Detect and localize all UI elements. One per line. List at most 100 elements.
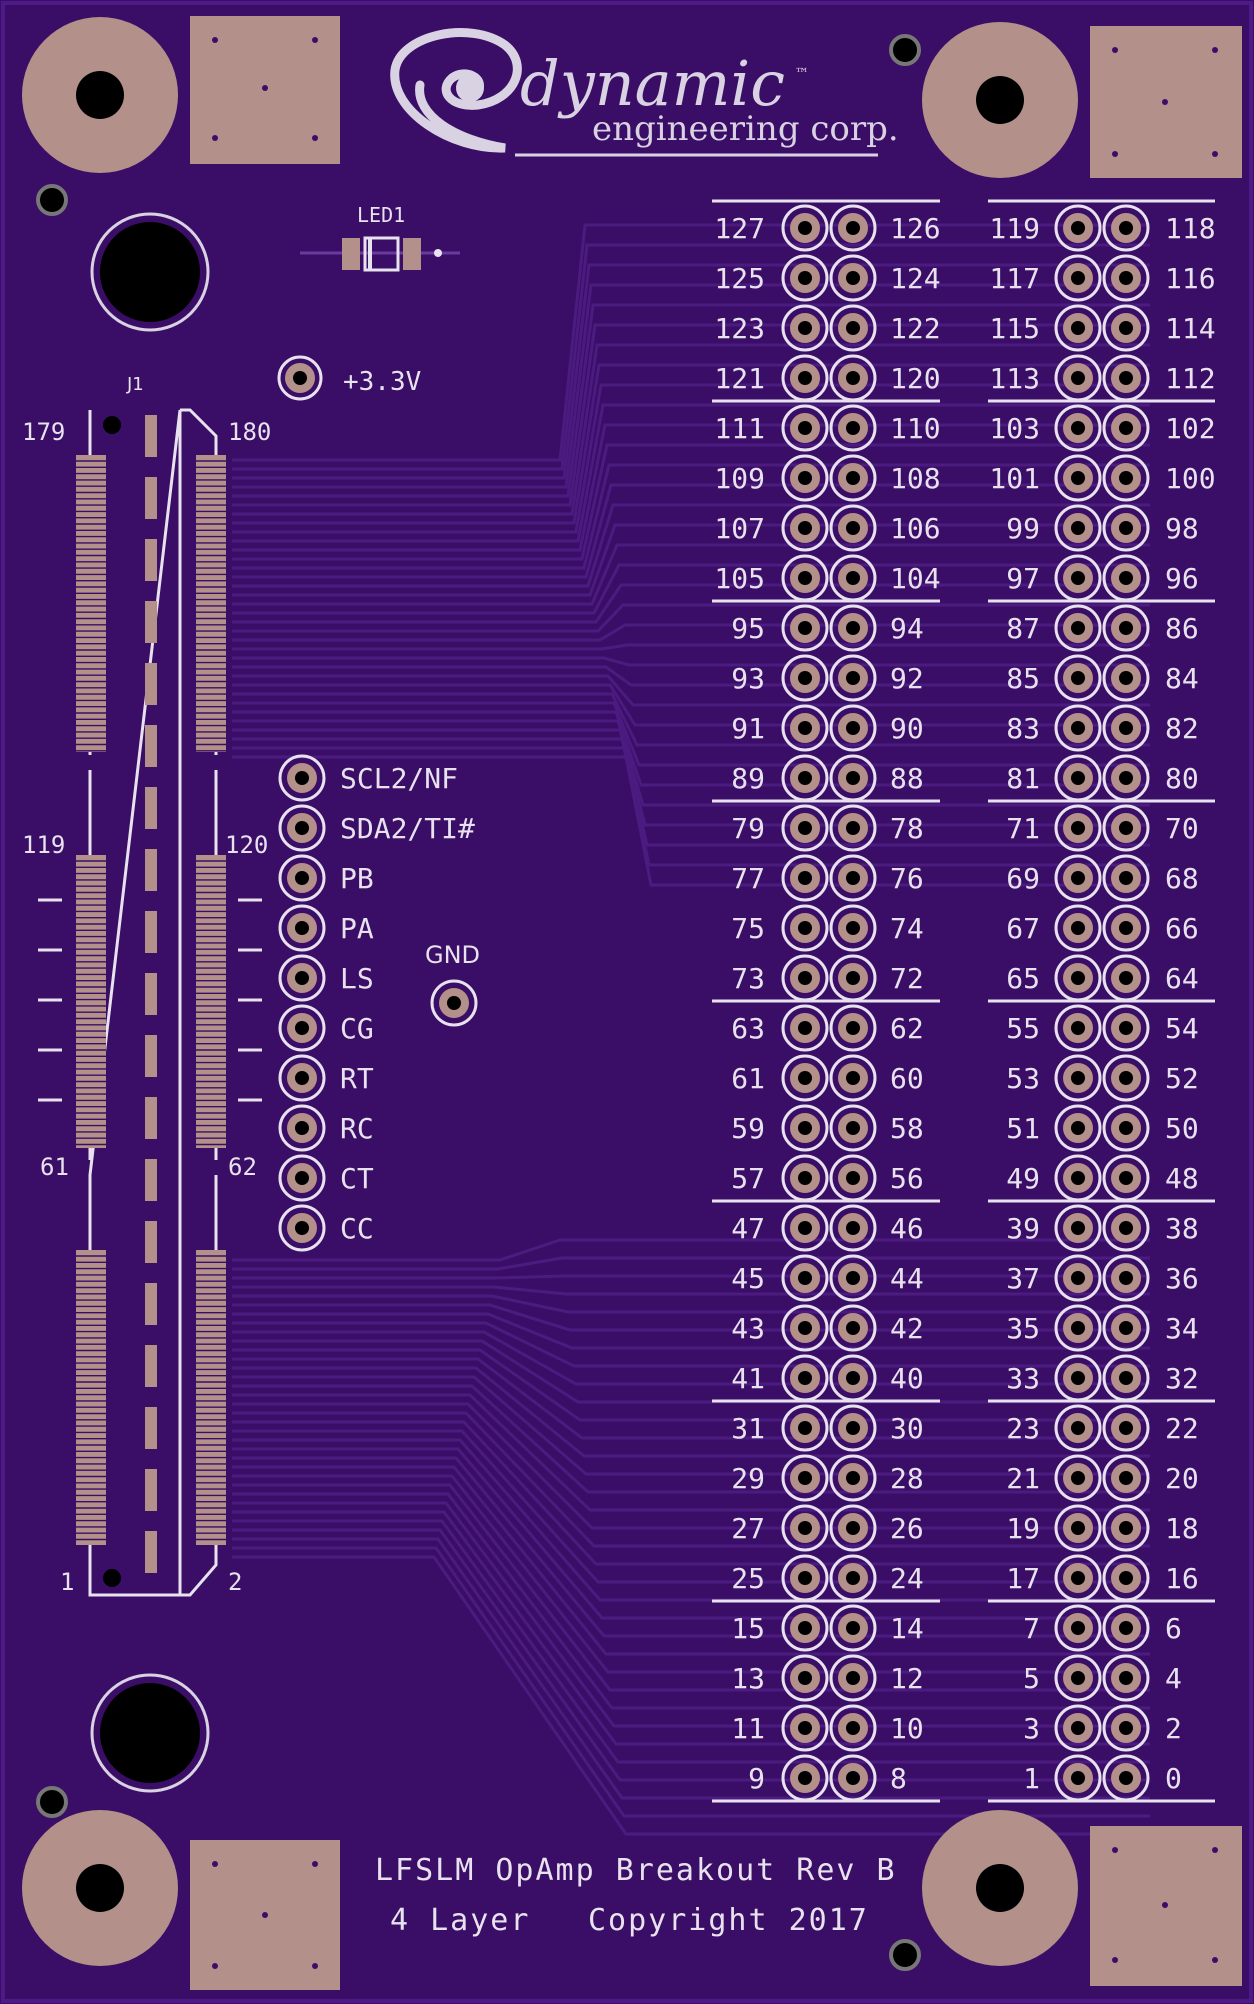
header-pin-ring bbox=[829, 1204, 877, 1252]
header-pin-label: 106 bbox=[890, 512, 941, 545]
header-pin-drill bbox=[1119, 1271, 1133, 1285]
header-pin-ring bbox=[781, 404, 829, 452]
header-pin-label: 15 bbox=[731, 1612, 765, 1645]
signal-pad-drill bbox=[295, 921, 309, 935]
header-pin-label: 35 bbox=[1006, 1312, 1040, 1345]
header-pin-label: 81 bbox=[1006, 762, 1040, 795]
header-pin-ring bbox=[829, 604, 877, 652]
testpoint-gnd: GND bbox=[425, 941, 480, 1027]
header-pin-drill bbox=[846, 1021, 860, 1035]
header-pin-ring bbox=[1102, 804, 1150, 852]
header-pin-drill bbox=[1119, 1071, 1133, 1085]
header-pin-drill bbox=[1119, 921, 1133, 935]
signal-pad-label: SDA2/TI# bbox=[340, 812, 475, 845]
header-pin-drill bbox=[846, 421, 860, 435]
header-pin-ring bbox=[829, 704, 877, 752]
header-pin-drill bbox=[798, 721, 812, 735]
header-pin-label: 21 bbox=[1006, 1462, 1040, 1495]
header-pin-label: 48 bbox=[1165, 1162, 1199, 1195]
header-pin-drill bbox=[1071, 1571, 1085, 1585]
header-pin-label: 113 bbox=[989, 362, 1040, 395]
header-pin-ring bbox=[1054, 1104, 1102, 1152]
signal-pad-label: PB bbox=[340, 862, 374, 895]
header-pin-drill bbox=[1119, 221, 1133, 235]
fiducial-bottom-right bbox=[889, 1939, 921, 1971]
header-pin-drill bbox=[846, 1771, 860, 1785]
header-pin-ring bbox=[829, 1254, 877, 1302]
signal-pad-label: RC bbox=[340, 1112, 374, 1145]
pin-label-119: 119 bbox=[22, 831, 65, 859]
header-pin-drill bbox=[1071, 921, 1085, 935]
header-pin-drill bbox=[1071, 1421, 1085, 1435]
pin-label-62: 62 bbox=[228, 1153, 257, 1181]
header-pin-label: 110 bbox=[890, 412, 941, 445]
signal-pad-drill bbox=[295, 971, 309, 985]
header-pin-label: 32 bbox=[1165, 1362, 1199, 1395]
signal-pad-ring bbox=[278, 854, 326, 902]
header-pin-ring bbox=[1054, 1004, 1102, 1052]
header-pin-ring bbox=[781, 904, 829, 952]
header-pin-ring bbox=[1054, 704, 1102, 752]
signal-pad-label: RT bbox=[340, 1062, 374, 1095]
header-pin-ring bbox=[1102, 404, 1150, 452]
connector-center-pad bbox=[145, 725, 157, 767]
signal-pad-drill bbox=[295, 1021, 309, 1035]
header-pin-drill bbox=[1071, 621, 1085, 635]
header-pin-drill bbox=[1071, 1271, 1085, 1285]
signal-pad-ring bbox=[278, 1154, 326, 1202]
header-pin-ring bbox=[1054, 654, 1102, 702]
header-pin-label: 65 bbox=[1006, 962, 1040, 995]
header-pin-drill bbox=[846, 1471, 860, 1485]
header-pin-label: 92 bbox=[890, 662, 924, 695]
header-pin-drill bbox=[1119, 821, 1133, 835]
header-pin-label: 14 bbox=[890, 1612, 924, 1645]
header-pin-ring bbox=[781, 1104, 829, 1152]
header-pin-drill bbox=[798, 271, 812, 285]
header-pin-drill bbox=[798, 821, 812, 835]
header-pin-ring bbox=[781, 1604, 829, 1652]
logo-subtitle: engineering corp. bbox=[592, 109, 899, 149]
connector-center-pad bbox=[145, 1221, 157, 1263]
logo-trademark: ™ bbox=[795, 66, 809, 82]
header-pin-drill bbox=[798, 871, 812, 885]
header-pin-ring bbox=[1102, 854, 1150, 902]
header-pin-drill bbox=[1119, 1721, 1133, 1735]
header-pin-drill bbox=[846, 621, 860, 635]
header-pin-ring bbox=[829, 904, 877, 952]
header-pin-drill bbox=[846, 1721, 860, 1735]
connector-center-pad bbox=[145, 1531, 157, 1573]
header-pin-drill bbox=[846, 371, 860, 385]
header-pin-drill bbox=[846, 521, 860, 535]
header-pin-drill bbox=[798, 1021, 812, 1035]
header-pin-ring bbox=[1054, 904, 1102, 952]
header-pin-drill bbox=[846, 721, 860, 735]
header-pin-label: 69 bbox=[1006, 862, 1040, 895]
header-pin-ring bbox=[1054, 1304, 1102, 1352]
mounting-hole-top-left bbox=[22, 17, 178, 173]
header-pin-drill bbox=[1071, 671, 1085, 685]
header-pin-label: 115 bbox=[989, 312, 1040, 345]
header-pin-label: 101 bbox=[989, 462, 1040, 495]
header-pin-ring bbox=[829, 254, 877, 302]
header-pin-ring bbox=[1102, 1104, 1150, 1152]
header-pin-drill bbox=[1119, 721, 1133, 735]
header-pin-ring bbox=[829, 1654, 877, 1702]
header-pin-label: 124 bbox=[890, 262, 941, 295]
signal-pad-ring bbox=[278, 1204, 326, 1252]
header-pin-label: 29 bbox=[731, 1462, 765, 1495]
header-pin-label: 111 bbox=[714, 412, 765, 445]
testpoint-3v3-label: +3.3V bbox=[343, 367, 421, 397]
connector-center-pad bbox=[145, 1407, 157, 1449]
header-pin-label: 88 bbox=[890, 762, 924, 795]
header-pin-drill bbox=[798, 471, 812, 485]
header-pin-label: 95 bbox=[731, 612, 765, 645]
header-pin-label: 5 bbox=[1023, 1662, 1040, 1695]
header-pin-label: 103 bbox=[989, 412, 1040, 445]
header-pin-drill bbox=[846, 1071, 860, 1085]
header-pin-drill bbox=[798, 921, 812, 935]
header-pin-label: 89 bbox=[731, 762, 765, 795]
header-pin-ring bbox=[829, 204, 877, 252]
header-pin-drill bbox=[1119, 1521, 1133, 1535]
header-pin-ring bbox=[829, 1404, 877, 1452]
